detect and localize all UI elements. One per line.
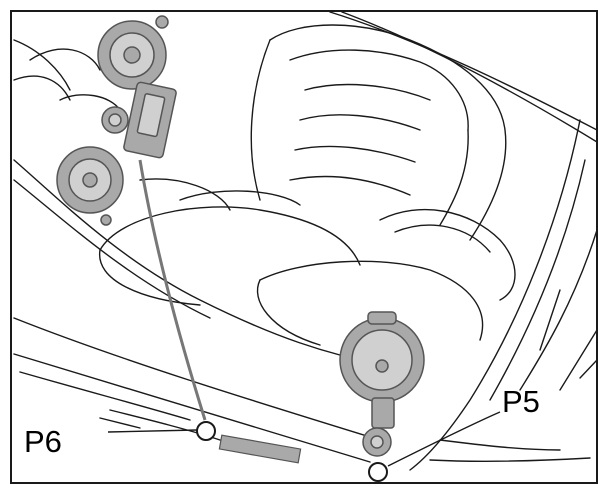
p6-leader-line — [107, 429, 198, 433]
door-speaker-assembly — [56, 15, 177, 226]
p6-connector-point — [196, 421, 216, 441]
lower-speaker-assembly — [339, 311, 425, 457]
p5-leader-line — [387, 411, 501, 467]
speaker-harness-wire — [138, 159, 207, 421]
vehicle-interior-outline — [13, 11, 598, 471]
p6-label: P6 — [24, 424, 62, 459]
diagram-frame — [10, 10, 598, 484]
connector-strip — [218, 434, 302, 464]
p5-connector-point — [368, 462, 388, 482]
p5-label: P5 — [502, 384, 540, 419]
